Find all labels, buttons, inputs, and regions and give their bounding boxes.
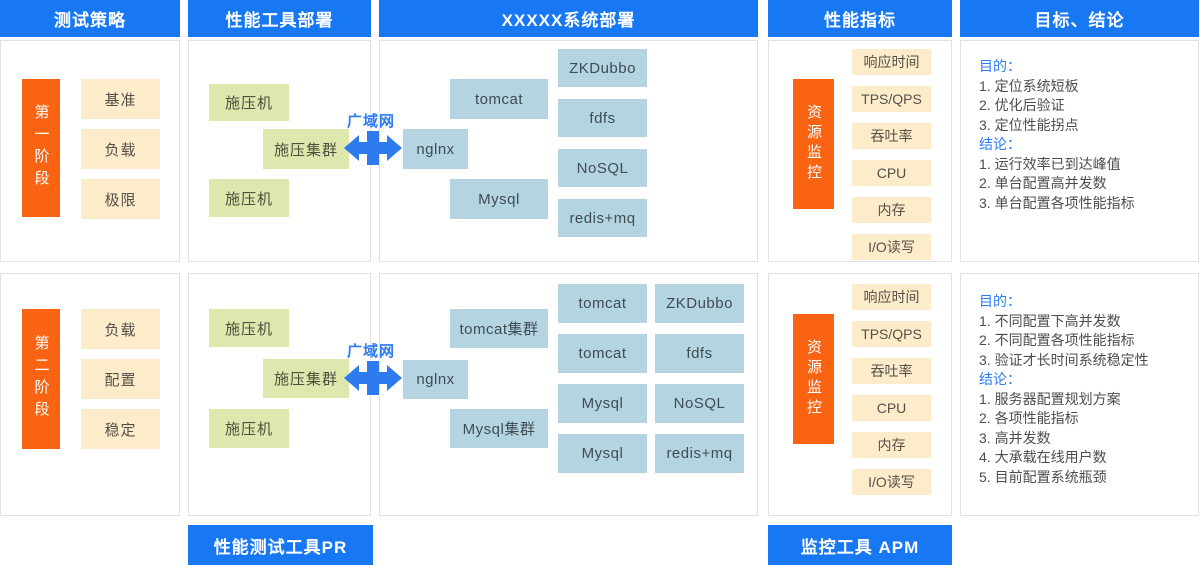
- zkdubbo-box: ZKDubbo: [558, 49, 647, 87]
- nosql-box: NoSQL: [558, 149, 647, 187]
- purpose-item: 3. 定位性能拐点: [979, 116, 1079, 133]
- metric-item: TPS/QPS: [852, 321, 931, 347]
- purpose-item: 2. 不同配置各项性能指标: [979, 332, 1135, 348]
- conclusion-label: 结论：: [979, 136, 1021, 152]
- metric-item: 吞吐率: [852, 358, 931, 384]
- metric-item: 内存: [852, 197, 931, 223]
- metric-item: 响应时间: [852, 49, 931, 75]
- pressure-machine-box: 施压机: [209, 84, 289, 121]
- pressure-cluster-box: 施压集群: [263, 359, 349, 398]
- column-header-system-deploy: XXXXX系统部署: [379, 0, 758, 37]
- redis-mq-box: redis+mq: [558, 199, 647, 237]
- panel-pressure-phase1: 施压机 施压集群 施压机: [188, 40, 371, 262]
- fdfs-box: fdfs: [558, 99, 647, 137]
- metric-item: 吞吐率: [852, 123, 931, 149]
- mysql-cluster-box: Mysql集群: [450, 409, 548, 448]
- conclusion-item: 1. 运行效率已到达峰值: [979, 155, 1121, 172]
- purpose-item: 1. 不同配置下高并发数: [979, 312, 1121, 329]
- conclusion-label: 结论：: [979, 371, 1021, 387]
- purpose-label: 目的：: [979, 58, 1021, 74]
- goals-text-phase1: 目的： 1. 定位系统短板 2. 优化后验证 3. 定位性能拐点 结论： 1. …: [979, 57, 1135, 213]
- redis-mq-box: redis+mq: [655, 434, 744, 473]
- metric-item: I/O读写: [852, 469, 931, 495]
- wan-label-phase2: 广域网: [347, 343, 396, 360]
- panel-goals-phase1: 目的： 1. 定位系统短板 2. 优化后验证 3. 定位性能拐点 结论： 1. …: [960, 40, 1199, 262]
- column-header-test-strategy: 测试策略: [0, 0, 180, 37]
- pressure-machine-box: 施压机: [209, 409, 289, 448]
- purpose-item: 1. 定位系统短板: [979, 77, 1079, 94]
- strategy-item: 稳定: [81, 409, 160, 449]
- resource-monitor-bar: 资源监控: [793, 314, 834, 444]
- panel-goals-phase2: 目的： 1. 不同配置下高并发数 2. 不同配置各项性能指标 3. 验证才长时间…: [960, 273, 1199, 516]
- conclusion-item: 4. 大承载在线用户数: [979, 449, 1107, 465]
- mysql-box: Mysql: [450, 179, 548, 219]
- perf-test-tool-banner: 性能测试工具PR: [188, 525, 373, 565]
- panel-metrics-phase1: 资源监控 响应时间 TPS/QPS 吞吐率 CPU 内存 I/O读写: [768, 40, 952, 262]
- conclusion-item: 3. 单台配置各项性能指标: [979, 194, 1135, 211]
- pressure-machine-box: 施压机: [209, 309, 289, 347]
- phase1-bar: 第一阶段: [22, 79, 60, 217]
- column-header-goals: 目标、结论: [960, 0, 1199, 37]
- purpose-item: 3. 验证才长时间系统稳定性: [979, 351, 1149, 368]
- tomcat-cluster-box: tomcat集群: [450, 309, 548, 348]
- pressure-cluster-box: 施压集群: [263, 129, 349, 169]
- metric-item: I/O读写: [852, 234, 931, 260]
- fdfs-box: fdfs: [655, 334, 744, 373]
- panel-strategy-phase2: 第二阶段 负载 配置 稳定: [0, 273, 180, 516]
- wan-double-arrow-icon: [344, 131, 402, 165]
- wan-double-arrow-icon: [344, 361, 402, 395]
- wan-label-phase1: 广域网: [347, 113, 396, 130]
- conclusion-item: 1. 服务器配置规划方案: [979, 390, 1121, 407]
- metric-item: CPU: [852, 160, 931, 186]
- purpose-item: 2. 优化后验证: [979, 97, 1065, 113]
- metric-item: 内存: [852, 432, 931, 458]
- zkdubbo-box: ZKDubbo: [655, 284, 744, 323]
- column-header-perf-tool-deploy: 性能工具部署: [188, 0, 371, 37]
- conclusion-item: 5. 目前配置系统瓶颈: [979, 468, 1107, 485]
- conclusion-item: 3. 高并发数: [979, 429, 1051, 446]
- conclusion-item: 2. 单台配置高并发数: [979, 175, 1107, 191]
- mysql-box: Mysql: [558, 384, 647, 423]
- strategy-item: 基准: [81, 79, 160, 119]
- panel-metrics-phase2: 资源监控 响应时间 TPS/QPS 吞吐率 CPU 内存 I/O读写: [768, 273, 952, 516]
- strategy-item: 负载: [81, 309, 160, 349]
- monitor-tool-banner: 监控工具 APM: [768, 525, 952, 565]
- conclusion-item: 2. 各项性能指标: [979, 410, 1079, 426]
- metric-item: 响应时间: [852, 284, 931, 310]
- panel-strategy-phase1: 第一阶段 基准 负载 极限: [0, 40, 180, 262]
- resource-monitor-bar: 资源监控: [793, 79, 834, 209]
- tomcat-box: tomcat: [558, 334, 647, 373]
- tomcat-box: tomcat: [450, 79, 548, 119]
- metric-item: TPS/QPS: [852, 86, 931, 112]
- metric-item: CPU: [852, 395, 931, 421]
- nosql-box: NoSQL: [655, 384, 744, 423]
- strategy-item: 配置: [81, 359, 160, 399]
- goals-text-phase2: 目的： 1. 不同配置下高并发数 2. 不同配置各项性能指标 3. 验证才长时间…: [979, 292, 1149, 487]
- pressure-machine-box: 施压机: [209, 179, 289, 217]
- strategy-item: 极限: [81, 179, 160, 219]
- panel-pressure-phase2: 施压机 施压集群 施压机: [188, 273, 371, 516]
- phase2-bar: 第二阶段: [22, 309, 60, 449]
- panel-system-phase2: tomcat集群 nglnx Mysql集群 tomcat tomcat Mys…: [379, 273, 758, 516]
- panel-system-phase1: tomcat nglnx Mysql ZKDubbo fdfs NoSQL re…: [379, 40, 758, 262]
- purpose-label: 目的：: [979, 293, 1021, 309]
- tomcat-box: tomcat: [558, 284, 647, 323]
- column-header-perf-metrics: 性能指标: [768, 0, 952, 37]
- nginx-box: nglnx: [403, 360, 468, 399]
- nginx-box: nglnx: [403, 129, 468, 169]
- strategy-item: 负载: [81, 129, 160, 169]
- mysql-box: Mysql: [558, 434, 647, 473]
